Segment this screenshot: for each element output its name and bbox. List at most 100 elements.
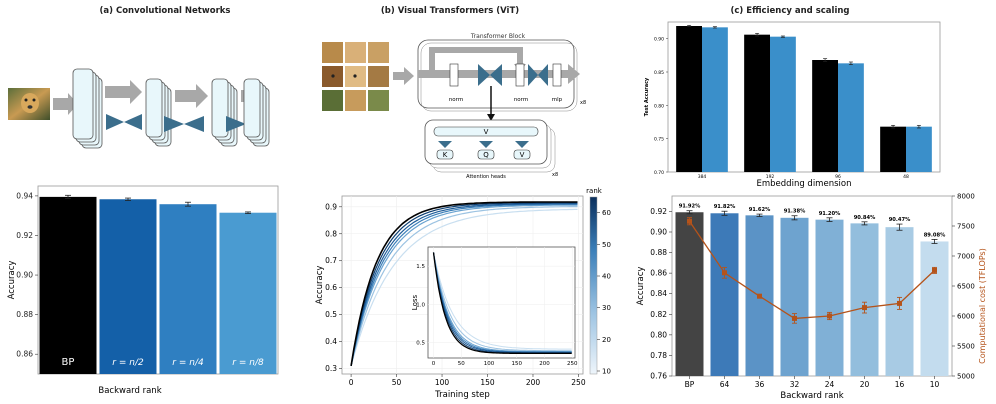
y-tick-label: 0.92 [16,231,33,240]
cost-marker [757,293,762,299]
bar [780,217,809,376]
y2-axis-label: Computational cost (TFLOPs) [978,248,987,364]
colorbar-label: rank [586,187,603,195]
bowtie-icon [478,64,490,86]
heads-repeat-label: x8 [552,172,558,178]
conv-block-2 [145,78,172,147]
inset-x-tick-label: 50 [458,361,465,367]
x-axis-label: Backward rank [98,386,161,396]
y-tick-label: 0.90 [650,228,667,237]
x-tick-label: 150 [480,378,495,387]
accuracy-curve [350,204,578,367]
bar [159,204,217,374]
dog-image-icon [8,88,50,120]
colorbar-tick-label: 10 [602,368,611,376]
panel-a-title: (a) Convolutional Networks [99,6,231,16]
bar [219,212,277,374]
accuracy-curve [350,203,578,367]
colorbar-tick-label: 60 [602,209,611,217]
y-tick-label: 0.90 [654,37,664,43]
bar [880,126,906,172]
y-tick-label: 0.88 [650,248,667,257]
y-tick-label: 0.5 [325,310,337,319]
y-axis-label: Accuracy [315,266,325,305]
transformer-block-label: Transformer Block [470,33,526,40]
conv-block-1 [72,68,103,149]
inset-x-tick-label: 100 [484,361,495,367]
inset-x-tick-label: 0 [432,361,436,367]
bar [812,60,838,172]
y-tick-label: 0.76 [650,372,667,381]
cost-marker [722,270,727,276]
x-tick-label: 20 [860,380,870,389]
y-tick-label: 0.92 [650,207,667,216]
y2-tick-label: 5000 [957,373,975,381]
y-tick-label: 0.85 [654,70,664,76]
bar [838,63,864,173]
bar [676,26,702,172]
colorbar-tick-label: 30 [602,304,611,312]
attention-heads-block: V K Q V Attention heads x8 [424,119,558,180]
x-tick-label: 192 [766,174,775,180]
attn-v-top-label: V [484,128,489,136]
y-tick-label: 0.75 [654,137,664,143]
attn-q-label: Q [483,151,489,159]
bar-value-label: 91.62% [749,207,771,213]
panel-c-title: (c) Efficiency and scaling [730,6,850,16]
inset-x-tick-label: 200 [539,361,550,367]
x-axis-label: Training step [434,390,490,400]
y-tick-label: 0.88 [16,310,33,319]
x-tick-label: 48 [903,174,909,180]
bar [99,199,157,374]
inset-y-axis-label: Loss [411,294,419,310]
y-tick-label: 0.84 [650,289,667,298]
arrow-icon [568,64,580,84]
transformer-block: Transformer Block norm norm mlp x8 [417,33,586,112]
y-tick-label: 0.80 [650,330,667,339]
bowtie-icon [124,114,142,130]
bowtie-icon [515,141,529,148]
inset-y-tick-label: 1.0 [416,302,425,308]
x-tick-label: 32 [790,380,800,389]
bar-label: r = n/8 [232,358,264,368]
arrow-icon [105,80,142,104]
bowtie-icon [184,116,204,132]
loss-curve [433,252,572,350]
panel-b-title: (b) Visual Transformers (ViT) [380,6,520,16]
bar [850,223,879,376]
conv-block-4 [243,78,270,147]
cost-marker [862,305,867,311]
y-tick-label: 0.80 [654,103,664,109]
x-tick-label: 64 [720,380,730,389]
x-axis-label: Backward rank [780,391,843,401]
colorbar-tick-label: 40 [602,273,611,281]
cost-marker [827,313,832,319]
bar [702,27,728,173]
bowtie-icon [438,141,452,148]
bar-value-label: 91.20% [819,211,841,217]
bar-value-label: 90.84% [854,215,876,221]
x-tick-label: 0 [349,378,354,387]
cost-marker [932,267,937,273]
bar [906,126,932,172]
bar-value-label: 90.47% [889,217,911,223]
y2-tick-label: 5500 [957,343,975,351]
y2-tick-label: 8000 [957,193,975,201]
bar-label: r = n/4 [172,358,204,368]
cost-marker [897,300,902,306]
chart-c-rank-cost: 0.760.780.800.820.840.860.880.900.925000… [636,193,987,402]
x-tick-label: 36 [755,380,765,389]
y-tick-label: 0.90 [16,271,33,280]
bowtie-icon [479,141,493,148]
inset-x-tick-label: 150 [512,361,523,367]
bowtie-icon [490,64,502,86]
bar-label: BP [62,357,75,368]
bar-label: r = n/2 [112,358,144,368]
y2-tick-label: 7500 [957,223,975,231]
cost-line [688,220,935,320]
inset-y-tick-label: 0.5 [416,341,425,347]
patch-grid-image [322,42,389,111]
